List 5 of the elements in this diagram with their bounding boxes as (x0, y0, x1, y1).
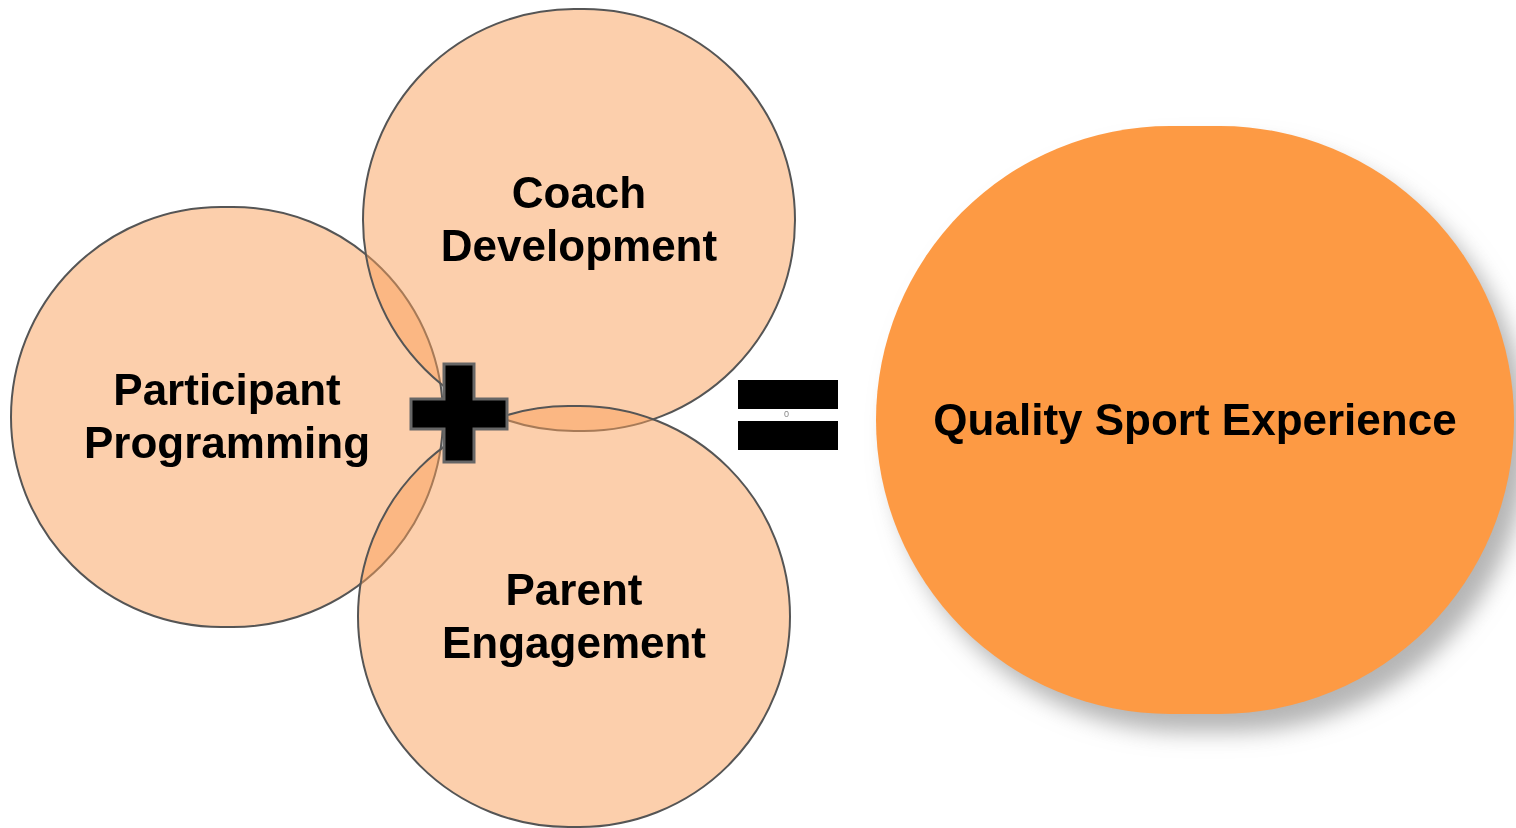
circle-label: Parent Engagement (440, 563, 707, 669)
small-note: 0 (784, 410, 789, 419)
circle-label: Coach Development (439, 167, 719, 272)
circle-label: Quality Sport Experience (933, 394, 1457, 446)
circle-label: Participant Programming (82, 364, 371, 469)
